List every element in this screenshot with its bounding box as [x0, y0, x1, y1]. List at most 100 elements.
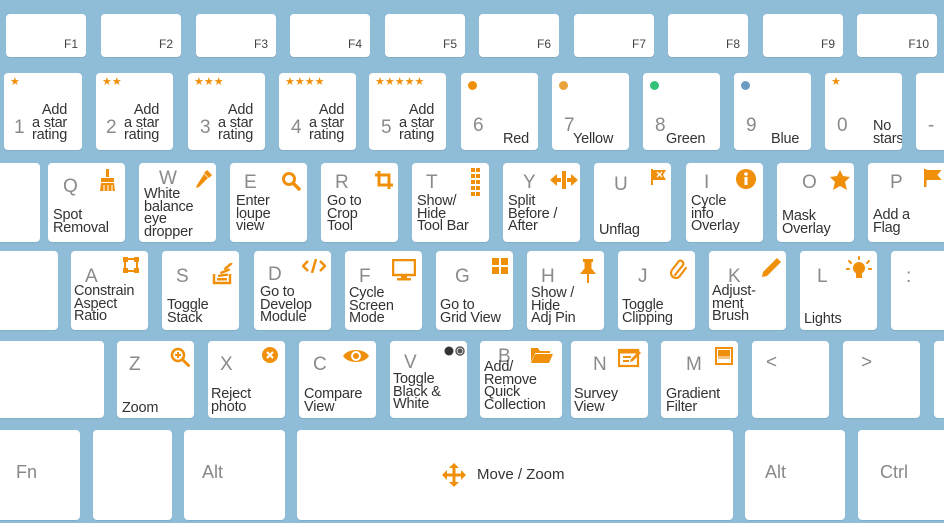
- key-slash[interactable]: [934, 341, 944, 418]
- yellow-dot-icon: [559, 81, 568, 90]
- key-i[interactable]: I Cycle info Overlay: [686, 163, 763, 242]
- key-letter: 7: [564, 115, 575, 136]
- key-win[interactable]: [93, 430, 172, 520]
- monitor-icon: [392, 259, 416, 281]
- key-t[interactable]: T Show/ Hide Tool Bar: [412, 163, 489, 242]
- key-description: Zoom: [122, 400, 159, 416]
- key-b[interactable]: B Add/ Remove Quick Collection: [480, 341, 562, 418]
- key-u[interactable]: U Unflag: [594, 163, 671, 242]
- key-9[interactable]: 9 Blue: [734, 73, 811, 150]
- key-j[interactable]: J Toggle Clipping: [618, 251, 695, 330]
- key-description: Mask Overlay: [782, 208, 831, 237]
- key-l[interactable]: L Lights: [800, 251, 877, 330]
- key-f1[interactable]: F1: [6, 14, 86, 57]
- key-greater-than[interactable]: >: [843, 341, 920, 418]
- key-label: F5: [442, 37, 457, 51]
- info-icon: [736, 169, 756, 189]
- key-2[interactable]: ★★ 2 Add a star rating: [96, 73, 173, 150]
- key-f7[interactable]: F7: [574, 14, 654, 57]
- key-3[interactable]: ★★★ 3 Add a star rating: [188, 73, 265, 150]
- key-minus[interactable]: -: [916, 73, 944, 150]
- key-5[interactable]: ★★★★★ 5 Add a star rating: [369, 73, 446, 150]
- key-x[interactable]: X Reject photo: [208, 341, 285, 418]
- key-m[interactable]: M Gradient Filter: [661, 341, 738, 418]
- key-description: Split Before / After: [508, 193, 558, 234]
- key-letter: H: [541, 266, 555, 287]
- key-description: Unflag: [599, 222, 640, 238]
- key-label: F1: [63, 37, 78, 51]
- key-f3[interactable]: F3: [196, 14, 276, 57]
- key-letter: :: [906, 266, 912, 287]
- key-g[interactable]: G Go to Grid View: [436, 251, 513, 330]
- key-description: Lights: [804, 311, 842, 327]
- key-f[interactable]: F Cycle Screen Mode: [345, 251, 422, 330]
- key-alt-right[interactable]: Alt: [745, 430, 845, 520]
- key-4[interactable]: ★★★★ 4 Add a star rating: [279, 73, 356, 150]
- key-fn[interactable]: Fn: [0, 430, 80, 520]
- key-letter: 3: [200, 117, 211, 138]
- key-6[interactable]: 6 Red: [461, 73, 538, 150]
- key-shift-left[interactable]: [0, 341, 104, 418]
- stack-icon: [212, 263, 233, 285]
- key-alt-left[interactable]: Alt: [184, 430, 285, 520]
- eye-icon: [343, 350, 369, 362]
- survey-icon: [618, 348, 641, 368]
- key-letter: <: [766, 352, 778, 373]
- key-label: Fn: [16, 462, 38, 482]
- key-letter: 4: [291, 117, 302, 138]
- key-e[interactable]: E Enter loupe view: [230, 163, 307, 242]
- key-1[interactable]: ★ 1 Add a star rating: [4, 73, 82, 150]
- key-d[interactable]: D Go to Develop Module: [254, 251, 331, 330]
- key-w[interactable]: W White balance eye dropper: [139, 163, 216, 242]
- key-o[interactable]: O Mask Overlay: [777, 163, 854, 242]
- key-description: Green: [666, 131, 706, 147]
- key-description: Toggle Stack: [167, 297, 209, 326]
- key-p[interactable]: P Add a Flag: [868, 163, 944, 242]
- key-letter: Q: [63, 176, 78, 197]
- key-f4[interactable]: F4: [290, 14, 370, 57]
- key-letter: 5: [381, 117, 392, 138]
- key-label: F10: [908, 37, 929, 51]
- key-n[interactable]: N Survey View: [571, 341, 648, 418]
- key-0[interactable]: ★ 0 No stars: [825, 73, 902, 150]
- key-letter: J: [638, 266, 648, 287]
- key-q[interactable]: Q Spot Removal: [48, 163, 125, 242]
- key-f6[interactable]: F6: [479, 14, 559, 57]
- key-letter: 8: [655, 115, 666, 136]
- key-f5[interactable]: F5: [385, 14, 465, 57]
- key-colon[interactable]: :: [891, 251, 944, 330]
- key-k[interactable]: K Adjust- ment Brush: [709, 251, 786, 330]
- key-v[interactable]: V Toggle Black & White: [390, 341, 467, 418]
- eyedropper-icon: [196, 170, 212, 188]
- key-space[interactable]: Move / Zoom: [297, 430, 733, 520]
- key-description: Show/ Hide Tool Bar: [417, 193, 469, 234]
- key-z[interactable]: Z Zoom: [117, 341, 194, 418]
- key-description: Add a star rating: [32, 102, 68, 143]
- code-icon: [302, 259, 326, 273]
- key-description: Spot Removal: [53, 207, 109, 236]
- key-8[interactable]: 8 Green: [643, 73, 720, 150]
- key-caps-lock[interactable]: [0, 251, 58, 330]
- key-c[interactable]: C Compare View: [299, 341, 376, 418]
- key-a[interactable]: A Constrain Aspect Ratio: [71, 251, 148, 330]
- key-less-than[interactable]: <: [752, 341, 829, 418]
- move-arrows-icon: [442, 463, 466, 487]
- key-description: Add a Flag: [873, 207, 910, 236]
- key-f10[interactable]: F10: [857, 14, 937, 57]
- key-letter: U: [614, 174, 628, 195]
- key-7[interactable]: 7 Yellow: [552, 73, 629, 150]
- key-label: F7: [631, 37, 646, 51]
- key-letter: F: [359, 266, 371, 287]
- key-f9[interactable]: F9: [763, 14, 843, 57]
- key-h[interactable]: H Show / Hide Adj Pin: [527, 251, 604, 330]
- key-ctrl[interactable]: Ctrl: [858, 430, 944, 520]
- constrain-icon: [123, 257, 139, 273]
- key-tab[interactable]: [0, 163, 40, 242]
- key-label: F8: [725, 37, 740, 51]
- clip-icon: [670, 259, 688, 280]
- key-y[interactable]: Y Split Before / After: [503, 163, 580, 242]
- key-f8[interactable]: F8: [668, 14, 748, 57]
- key-f2[interactable]: F2: [101, 14, 181, 57]
- key-r[interactable]: R Go to Crop Tool: [321, 163, 398, 242]
- key-s[interactable]: S Toggle Stack: [162, 251, 239, 330]
